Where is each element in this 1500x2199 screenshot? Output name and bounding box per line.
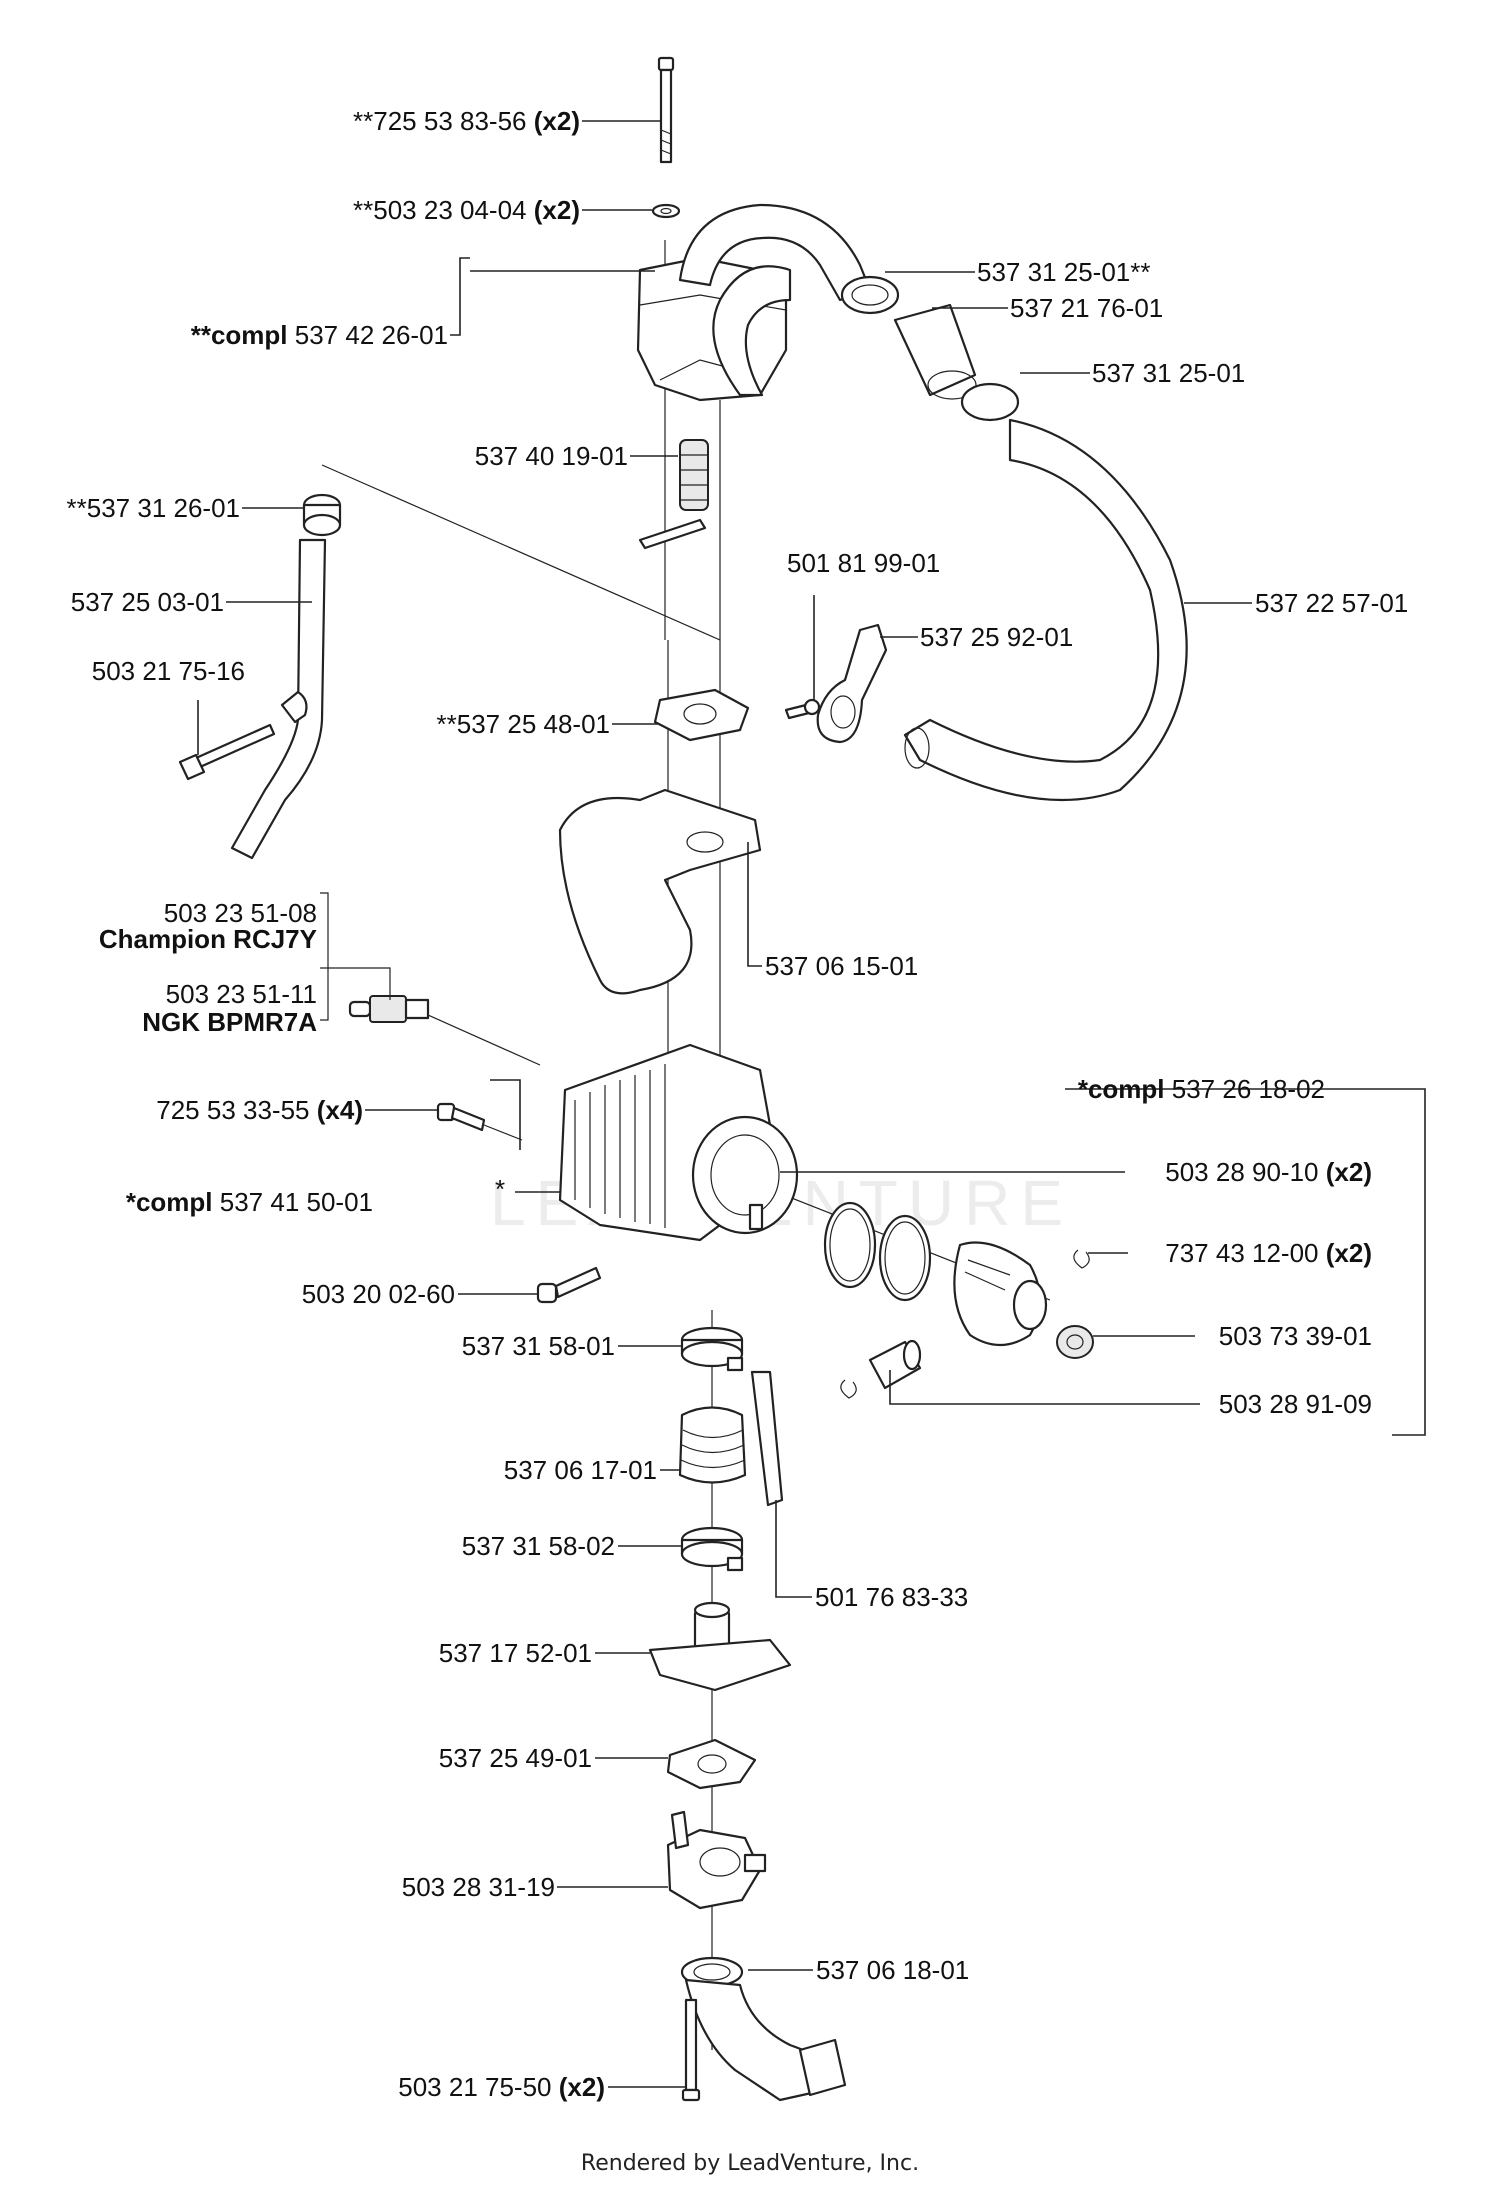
callout-clamp-b: 537 31 25-01 bbox=[1092, 358, 1245, 388]
callout-handle: 537 22 57-01 bbox=[1255, 588, 1408, 618]
callout-impulse-hose: 501 76 83-33 bbox=[815, 1582, 968, 1612]
carb-adapter-part bbox=[648, 1601, 792, 1692]
callout-screw-small: 501 81 99-01 bbox=[787, 548, 940, 578]
cylinder-part bbox=[558, 1043, 799, 1242]
callout-screen: 537 40 19-01 bbox=[475, 441, 628, 471]
carburetor-part bbox=[666, 1810, 767, 1910]
cylinder-screw-part bbox=[436, 1102, 523, 1141]
circlip-part bbox=[840, 1249, 1090, 1399]
callout-bolt-left: 503 21 75-16 bbox=[92, 656, 245, 686]
callout-decomp: 503 20 02-60 bbox=[302, 1279, 455, 1309]
axis-line-diagonal bbox=[321, 464, 721, 641]
bracket-part bbox=[816, 623, 888, 744]
callout-carb-adapter: 537 17 52-01 bbox=[439, 1638, 592, 1668]
small-screw-part bbox=[784, 698, 821, 720]
star-marker: * bbox=[495, 1174, 505, 1204]
callout-cyl-compl: *compl 537 41 50-01 bbox=[126, 1187, 373, 1217]
callout-tube-left: 537 25 03-01 bbox=[71, 587, 224, 617]
screw-bottom-part bbox=[681, 1998, 701, 2102]
callout-hose-clamp-1: 537 31 58-01 bbox=[462, 1331, 615, 1361]
screw-top-part bbox=[657, 56, 675, 164]
gasket-top-part bbox=[653, 688, 750, 742]
callout-pin: 503 28 91-09 bbox=[1219, 1389, 1372, 1419]
callout-muffler-compl: **compl 537 42 26-01 bbox=[191, 320, 448, 350]
callout-sleeve: 537 21 76-01 bbox=[1010, 293, 1163, 323]
callout-circlip: 737 43 12-00 (x2) bbox=[1165, 1238, 1372, 1268]
washer-part bbox=[651, 203, 681, 219]
callout-gasket-top: **537 25 48-01 bbox=[437, 709, 611, 739]
left-tube-part bbox=[230, 538, 327, 860]
callout-washer: **503 23 04-04 (x2) bbox=[353, 195, 580, 225]
callout-hose-clamp-2: 537 31 58-02 bbox=[462, 1531, 615, 1561]
callout-carburetor: 503 28 31-19 bbox=[402, 1872, 555, 1902]
decompression-valve-part bbox=[536, 1266, 602, 1304]
callout-bracket: 537 25 92-01 bbox=[920, 622, 1073, 652]
heat-shield-part bbox=[558, 788, 762, 995]
exhaust-tube-part bbox=[840, 275, 1188, 802]
intake-boot-part bbox=[678, 1406, 747, 1484]
hose-clamp-2-part bbox=[680, 1526, 744, 1572]
callout-clamp-left: **537 31 26-01 bbox=[67, 493, 241, 523]
spark-plug-bracket bbox=[320, 892, 391, 1021]
hose-clamp-1-part bbox=[680, 1326, 744, 1372]
callout-bearing: 503 73 39-01 bbox=[1219, 1321, 1372, 1351]
screen-part bbox=[638, 439, 709, 550]
callout-plug-champion-num: 503 23 51-08 bbox=[164, 898, 317, 928]
footer-credit: Rendered by LeadVenture, Inc. bbox=[581, 2151, 919, 2176]
callout-screw-top: **725 53 83-56 (x2) bbox=[353, 106, 580, 136]
callout-carb-gasket: 537 25 49-01 bbox=[439, 1743, 592, 1773]
callout-clamp-a: 537 31 25-01** bbox=[977, 257, 1151, 287]
piston-pin-part bbox=[868, 1339, 922, 1390]
washer-hole bbox=[660, 207, 672, 215]
carb-gasket-part bbox=[666, 1738, 757, 1790]
left-clamp-part bbox=[302, 493, 342, 537]
callout-plug-ngk-num: 503 23 51-11 bbox=[166, 979, 317, 1009]
callout-piston-compl: *compl 537 26 18-02 bbox=[1078, 1074, 1325, 1104]
leader-lines bbox=[197, 120, 1426, 2088]
muffler-part bbox=[636, 203, 872, 402]
piston-part bbox=[953, 1241, 1048, 1346]
left-bolt-part bbox=[178, 723, 276, 781]
callout-plug-champion-name: Champion RCJ7Y bbox=[99, 924, 317, 954]
callout-heat-shield: 537 06 15-01 bbox=[765, 951, 918, 981]
callout-plug-ngk-name: NGK BPMR7A bbox=[142, 1007, 317, 1037]
needle-bearing-part bbox=[1056, 1325, 1094, 1359]
callout-intake-boot: 537 06 17-01 bbox=[504, 1455, 657, 1485]
callout-rings: 503 28 90-10 (x2) bbox=[1165, 1157, 1372, 1187]
callout-screw-bottom: 503 21 75-50 (x2) bbox=[398, 2072, 605, 2102]
callout-air-elbow: 537 06 18-01 bbox=[816, 1955, 969, 1985]
air-elbow-part bbox=[680, 1956, 847, 2102]
impulse-hose-part bbox=[750, 1370, 784, 1507]
spark-plug-part bbox=[348, 995, 541, 1066]
piston-rings-part bbox=[823, 1201, 932, 1302]
callout-cyl-screw: 725 53 33-55 (x4) bbox=[156, 1095, 363, 1125]
